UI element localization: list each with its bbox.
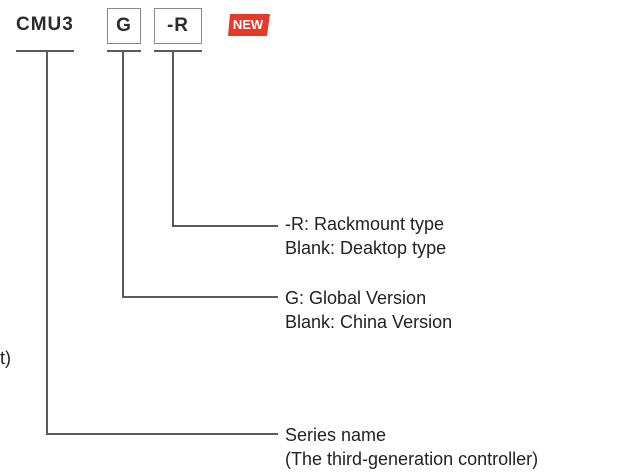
global-leader-vertical (122, 50, 124, 297)
series-description: Series name (The third-generation contro… (285, 423, 538, 471)
new-badge-shape (228, 14, 270, 36)
version-description-line1: G: Global Version (285, 288, 427, 308)
global-option-box: G (107, 8, 141, 44)
series-leader-vertical (46, 50, 48, 434)
rack-leader-horizontal (172, 225, 278, 227)
rack-leader-vertical (172, 50, 174, 226)
series-description-line2: (The third-generation controller) (285, 449, 539, 469)
series-leader-horizontal (46, 433, 278, 435)
clipped-text-fragment: t) (0, 348, 11, 368)
series-code: CMU3 (16, 14, 74, 35)
rack-description-line1: -R: Rackmount type (285, 214, 445, 234)
global-underline (107, 50, 141, 52)
version-description-line2: Blank: China Version (285, 312, 453, 332)
version-description: G: Global Version Blank: China Version (285, 286, 452, 334)
global-leader-horizontal (122, 296, 278, 298)
rack-description: -R: Rackmount type Blank: Deaktop type (285, 212, 446, 260)
series-description-line1: Series name (285, 425, 387, 445)
rack-underline (154, 50, 202, 52)
series-underline (16, 50, 74, 52)
new-badge: NEW (227, 13, 273, 37)
rack-description-line2: Blank: Deaktop type (285, 238, 447, 258)
rack-option-box: -R (154, 8, 202, 44)
new-badge-label: NEW (232, 17, 264, 32)
